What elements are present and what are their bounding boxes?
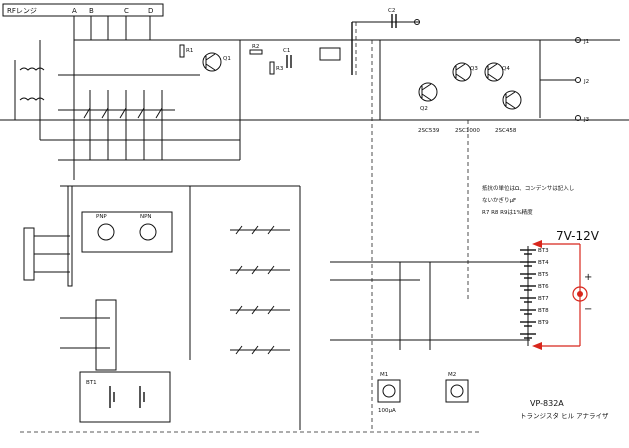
q4-label: Q4 [502,66,510,72]
bt7-label: BT7 [538,296,549,302]
model-subtitle: トランジスタ ヒル アナライザ [520,411,609,420]
r2-label: R2 [252,44,259,50]
m1-range: 100μA [378,408,396,414]
transistor-q2 [418,82,438,102]
q3-label: Q3 [470,66,478,72]
resistor-r2 [249,49,263,55]
capacitor-c2 [391,14,397,28]
bt3-label: BT3 [538,248,549,254]
terminal-top-left [414,19,420,25]
transistor-q1 [202,52,222,72]
transistor-q4 [484,62,504,82]
range-pos-d: D [148,7,153,15]
bt1-label: BT1 [86,380,97,386]
resistor-r1 [179,44,185,58]
notes-block: 抵抗の単位はΩ、コンデンサは記入し ないかぎりμF R7 R8 R9は1%精度 [482,184,574,216]
rf-range-header-box [2,3,164,17]
lamp-box [81,211,173,253]
c2-label: C2 [388,8,395,14]
bt9-label: BT9 [538,320,549,326]
test-socket[interactable] [23,227,35,281]
terminal-out-3[interactable] [575,115,581,121]
range-pos-c: C [124,7,129,15]
tank-coils [12,60,45,121]
terminal-out-2[interactable] [575,77,581,83]
j1-label: J1 [583,39,589,45]
meter-m1 [377,379,401,403]
model-title: VP-832A [530,399,564,408]
rf-range-label: RFレンジ [7,7,37,15]
supply-minus: − [584,304,592,315]
bt5-label: BT5 [538,272,549,278]
resistor-r3 [269,61,275,75]
r3-label: R3 [276,66,284,72]
r1-label: R1 [186,48,193,54]
transistor-q5 [502,90,522,110]
detector-block [319,47,341,61]
m2-label: M2 [448,372,456,378]
m1-label: M1 [380,372,388,378]
lower-left-switch[interactable] [95,299,117,371]
note-line-1: 抵抗の単位はΩ、コンデンサは記入し [482,184,574,192]
supply-voltage-label: 7V-12V [556,229,600,243]
j2-label: J2 [583,79,589,85]
q1-label: Q1 [223,56,231,62]
pnp-lamp-label: PNP [96,214,107,220]
terminal-out-1[interactable] [575,37,581,43]
npn-lamp [139,223,157,241]
bt8-label: BT8 [538,308,549,314]
npn-lamp-label: NPN [140,214,152,220]
note-line-3: R7 R8 R9は1%精度 [482,208,533,216]
pnp-lamp [97,223,115,241]
transistor-q3 [452,62,472,82]
q5-type: 2SC458 [495,128,517,134]
bt4-label: BT4 [538,260,549,266]
function-selector-switch[interactable] [60,185,301,430]
internal-battery [79,371,171,423]
capacitor-c1 [286,55,292,68]
j3-label: J3 [583,117,590,123]
external-supply-marker [532,240,588,350]
note-line-2: ないかぎりμF [482,196,516,204]
range-switch-array [39,16,240,180]
c1-label: C1 [283,48,290,54]
supply-plus: + [584,272,592,283]
meter-m2 [445,379,469,403]
bt6-label: BT6 [538,284,549,290]
q2-type: 2SC539 [418,128,440,134]
battery-stack [520,246,536,346]
q2-label: Q2 [420,106,428,112]
range-pos-a: A [72,7,77,15]
range-pos-b: B [89,7,94,15]
